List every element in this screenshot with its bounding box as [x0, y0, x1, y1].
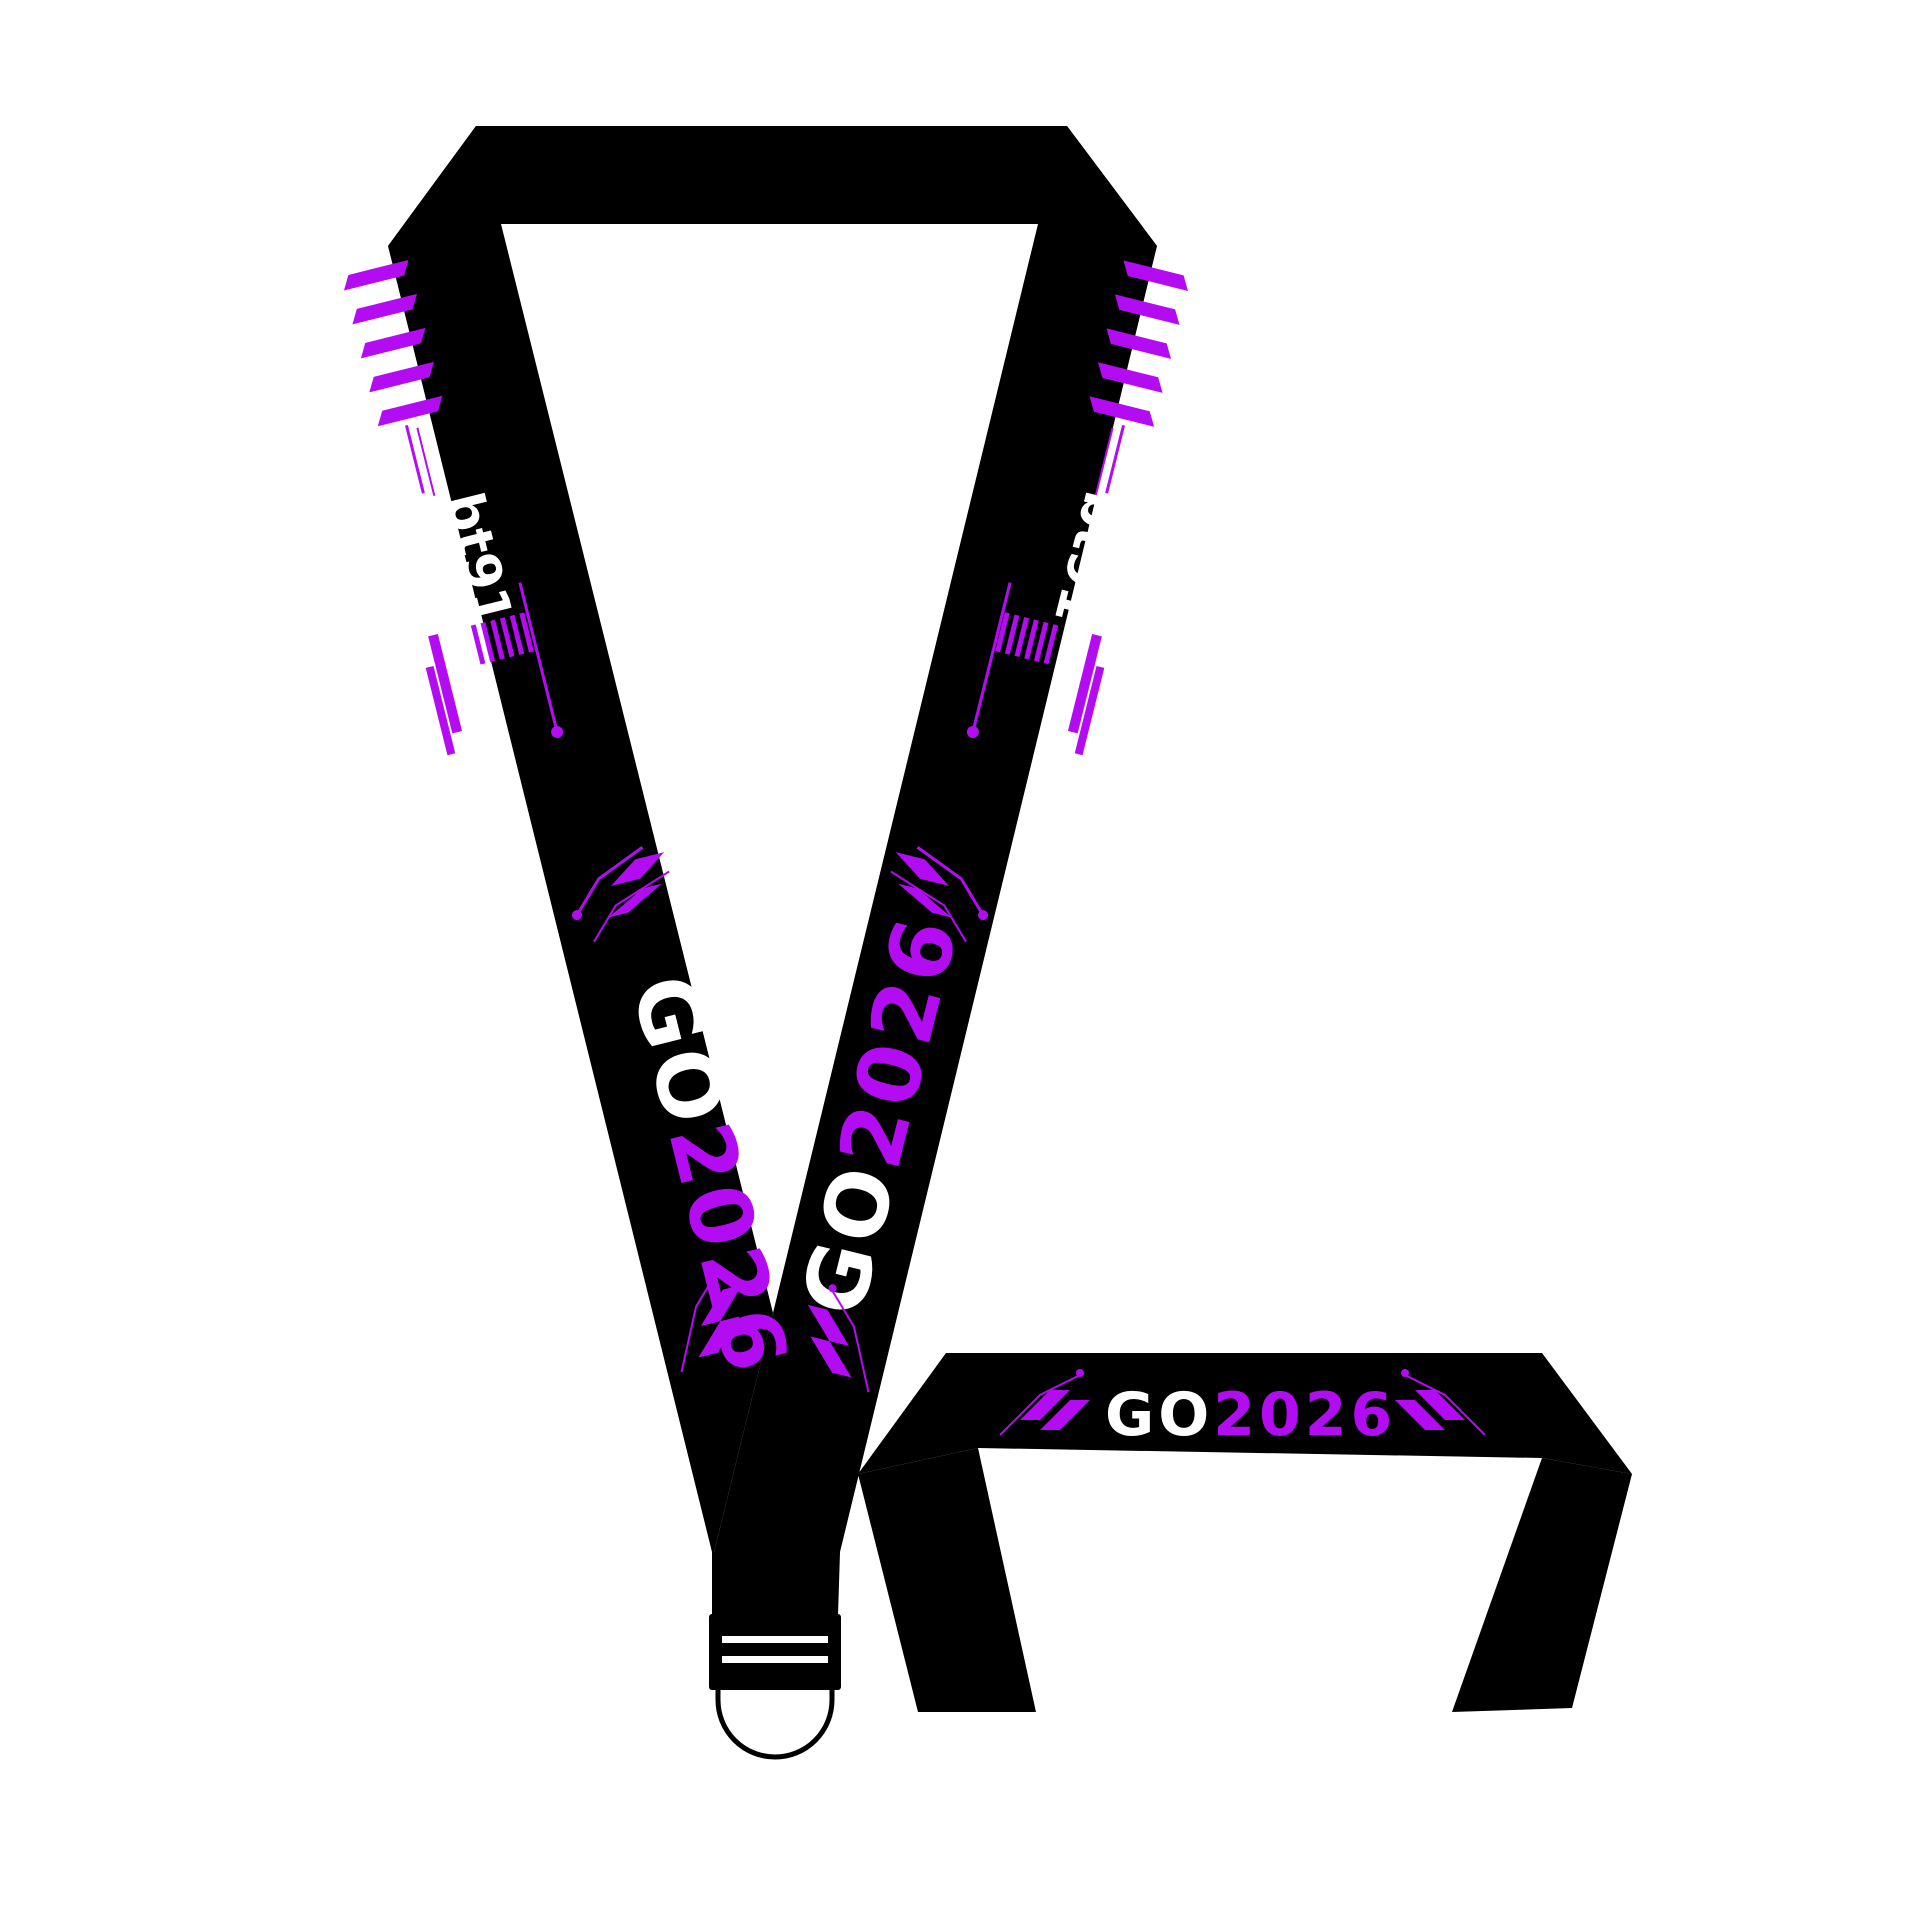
stripe-pattern-icon	[343, 259, 443, 427]
slogan-prefix-back: GO	[1105, 1380, 1213, 1450]
svg-text:GO2026: GO2026	[783, 906, 979, 1325]
circuit-trace-icon	[999, 1369, 1090, 1436]
lanyard-strap	[388, 126, 1157, 1615]
d-ring-icon	[715, 1690, 835, 1760]
buckle-clip-icon	[709, 1614, 841, 1690]
equalizer-icon	[995, 612, 1105, 756]
back-right-arm	[1452, 1458, 1632, 1712]
slogan-right: GO2026	[783, 906, 979, 1325]
circuit-trace-icon	[807, 1284, 870, 1393]
svg-text:GO2026: GO2026	[1105, 1380, 1396, 1450]
back-neck-band	[858, 1353, 1632, 1474]
back-left-arm	[858, 1448, 1036, 1712]
circuit-trace-icon	[890, 846, 989, 943]
slogan-year-back: 2026	[1213, 1380, 1396, 1450]
circuit-trace-icon	[1395, 1369, 1486, 1436]
circuit-trace-icon	[571, 846, 670, 943]
stripe-pattern-icon	[1089, 260, 1188, 427]
equalizer-icon	[425, 612, 534, 756]
left-strap-arm	[388, 126, 773, 1615]
neck-band	[388, 126, 1157, 246]
back-neck-view: GO2026	[858, 1353, 1632, 1712]
right-arm-decoration: bt91	[966, 260, 1188, 756]
strap-tip	[714, 1313, 838, 1615]
circuit-trace-icon	[680, 1264, 743, 1373]
right-strap-arm	[773, 126, 1157, 1615]
